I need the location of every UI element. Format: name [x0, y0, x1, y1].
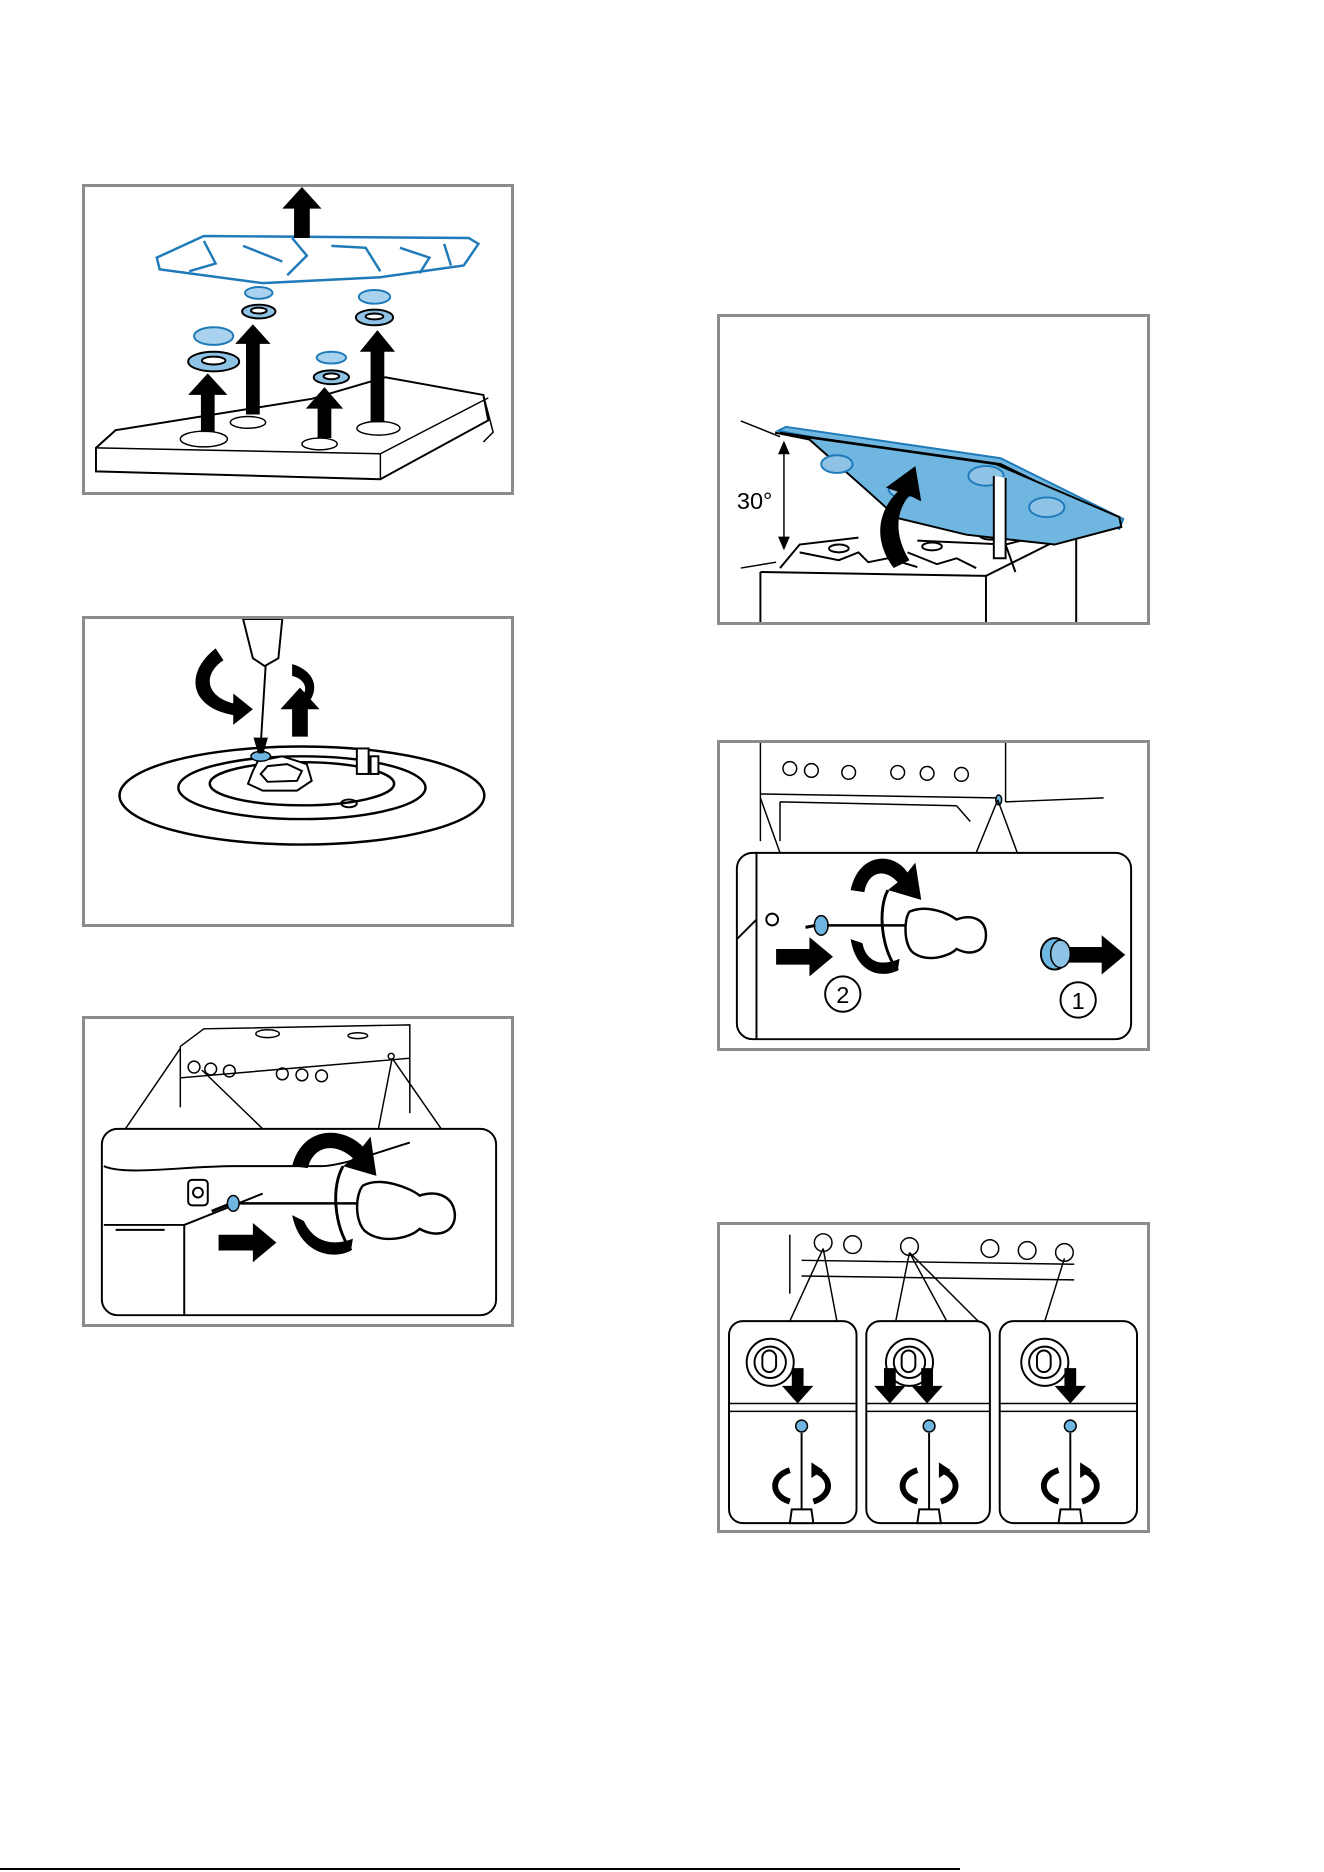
- figure-lift-hob: 30°: [717, 314, 1150, 625]
- up-arrow-icon: [282, 187, 321, 238]
- up-arrow-icon: [280, 688, 319, 737]
- figure-knob-screws: [717, 1222, 1150, 1533]
- oven-front-overview: [760, 743, 1103, 841]
- figure-remove-grates-burners: [82, 184, 514, 495]
- control-panel-overview: [790, 1234, 1074, 1294]
- cover-cap-icon: [1041, 938, 1070, 969]
- oven-overview: [180, 1025, 409, 1113]
- step-label-1: 1: [1072, 988, 1085, 1014]
- grate-icon: [157, 236, 479, 283]
- hob-surface-rings: [120, 746, 485, 844]
- figure-remove-cap-and-screw: 2 1: [717, 740, 1150, 1051]
- angle-label: 30°: [737, 488, 773, 514]
- support-rod: [994, 476, 1006, 558]
- step-label-2: 2: [836, 982, 849, 1008]
- illustration-hob-disassembly: [85, 187, 511, 492]
- screwdriver-icon: [243, 619, 282, 752]
- figure-unscrew-hob-side: [82, 1016, 514, 1327]
- footer-rule: [0, 1868, 960, 1870]
- figure-unscrew-burner-base: [82, 616, 514, 927]
